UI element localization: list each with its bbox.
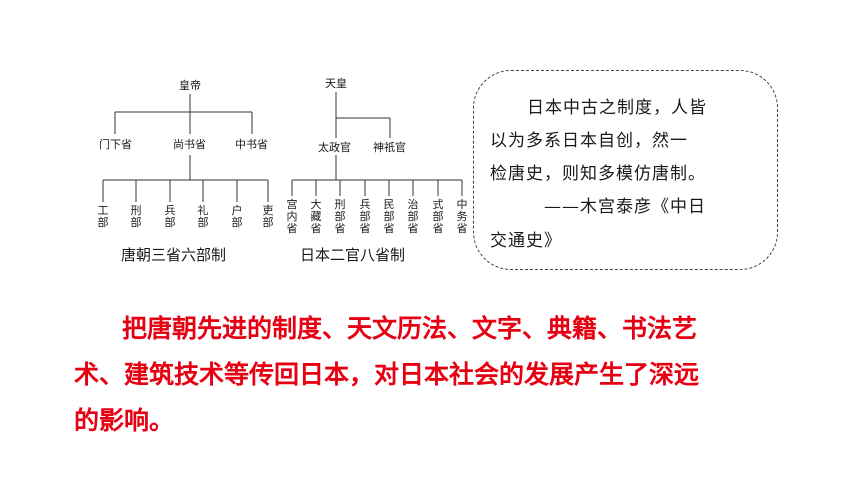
org-chart-connectors xyxy=(102,92,463,202)
japan-ministry-node: 刑部省 xyxy=(334,198,346,235)
japan-ministry-node: 宫内省 xyxy=(286,198,298,235)
org-charts: 皇帝 门下省 尚书省 中书省 工部 刑部 兵部 礼部 户部 吏部 唐朝三省六部制… xyxy=(0,0,470,280)
tang-ministry-node: 户部 xyxy=(231,204,243,229)
tang-province-node: 门下省 xyxy=(99,138,132,151)
tang-ministry-node: 吏部 xyxy=(262,204,274,229)
japan-ministry-node: 民部省 xyxy=(383,198,395,235)
tang-ministry-node: 刑部 xyxy=(130,204,142,229)
japan-office-node: 太政官 xyxy=(318,141,351,154)
japan-ministry-node: 大藏省 xyxy=(310,198,322,235)
tang-chart-caption: 唐朝三省六部制 xyxy=(121,246,227,264)
japan-office-node: 神祇官 xyxy=(373,141,406,154)
quote-attribution: 交通史》 xyxy=(490,231,562,251)
tang-emperor-node: 皇帝 xyxy=(179,79,201,92)
summary-paragraph: 把唐朝先进的制度、天文历法、文字、典籍、书法艺 术、建筑技术等传回日本，对日本社… xyxy=(74,306,834,444)
tang-ministry-node: 礼部 xyxy=(197,204,209,229)
summary-line: 的影响。 xyxy=(74,406,175,435)
japan-ministry-node: 中务省 xyxy=(456,198,468,235)
summary-line: 术、建筑技术等传回日本，对日本社会的发展产生了深远 xyxy=(74,360,700,389)
japan-chart-caption: 日本二官八省制 xyxy=(300,246,406,264)
tang-province-node: 尚书省 xyxy=(173,138,206,151)
quote-line: 日本中古之制度，人皆 xyxy=(527,98,707,118)
japan-ministry-node: 兵部省 xyxy=(359,198,371,235)
quote-line: 检唐史，则知多模仿唐制。 xyxy=(490,164,706,184)
tang-ministry-node: 兵部 xyxy=(164,204,176,229)
japan-ministry-node: 式部省 xyxy=(432,198,444,235)
quote-line: 以为多系日本自创，然一 xyxy=(490,131,688,151)
tang-ministry-node: 工部 xyxy=(97,204,109,229)
tang-province-node: 中书省 xyxy=(235,138,268,151)
quote-attribution: ——木宫泰彦《中日 xyxy=(544,197,706,217)
quote-box xyxy=(473,70,778,270)
japan-ministry-node: 治部省 xyxy=(407,198,419,235)
summary-line: 把唐朝先进的制度、天文历法、文字、典籍、书法艺 xyxy=(122,314,698,343)
japan-emperor-node: 天皇 xyxy=(325,77,347,90)
